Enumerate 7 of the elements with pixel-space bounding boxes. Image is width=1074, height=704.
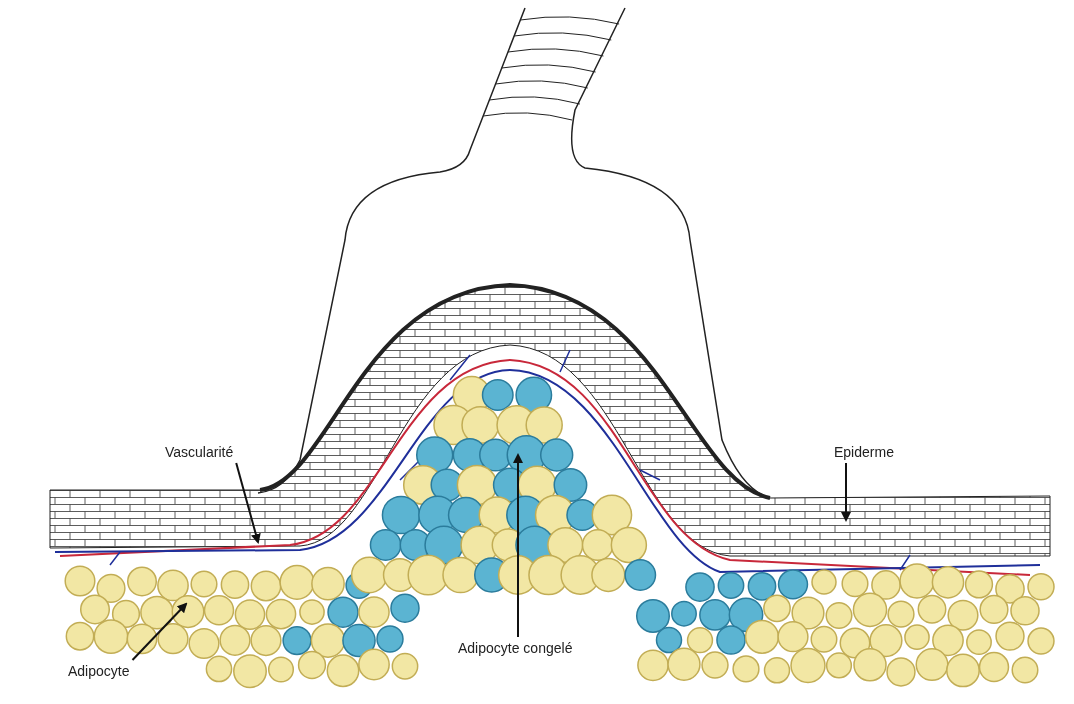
part-label: Adipocyte congelé bbox=[458, 640, 573, 656]
part-label: Adipocyte bbox=[68, 663, 130, 679]
leader-line bbox=[841, 462, 851, 522]
leader-line bbox=[513, 453, 523, 638]
leader-line bbox=[235, 462, 261, 544]
part-label: Epiderme bbox=[834, 444, 894, 460]
part-label: Vascularité bbox=[165, 444, 234, 460]
